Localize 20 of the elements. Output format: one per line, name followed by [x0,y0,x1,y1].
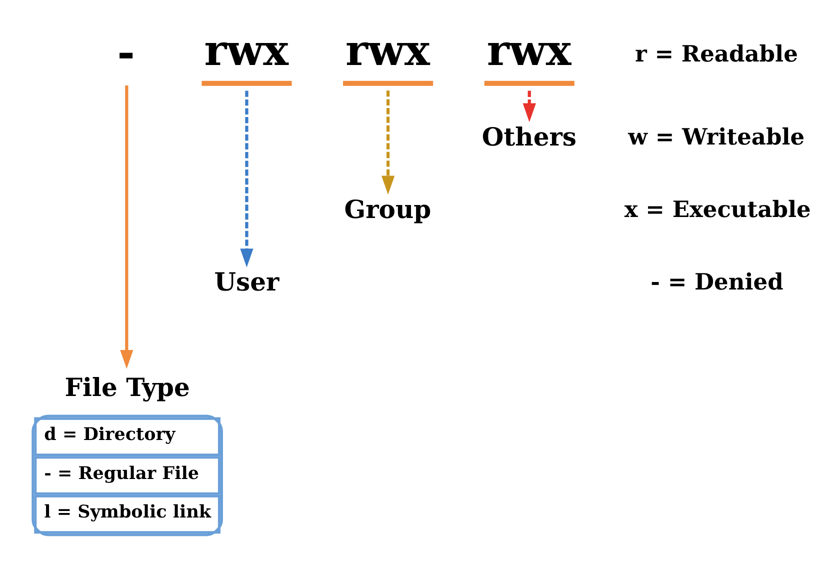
node-text: Group [344,194,432,224]
node-text: Others [482,122,576,151]
arrow [381,90,395,194]
node-box [202,80,292,86]
node-text: User [214,266,280,296]
node-box: d = Directory - = Regular File l = Symbolic link [32,414,223,536]
node-label: rwx [486,25,572,76]
node-box [484,80,574,86]
label: x = Executable [624,196,811,223]
label: - = Denied [650,269,784,296]
node-label: File Type [64,372,190,402]
label: r = Readable [635,40,798,67]
node-text: - [117,27,135,78]
arrow [522,90,536,122]
arrow [120,85,134,368]
label: w = Writeable [628,124,805,150]
node-label: rwx [346,25,430,76]
arrow [240,90,254,267]
node-label: rwx [204,25,289,76]
node-box [343,80,434,86]
